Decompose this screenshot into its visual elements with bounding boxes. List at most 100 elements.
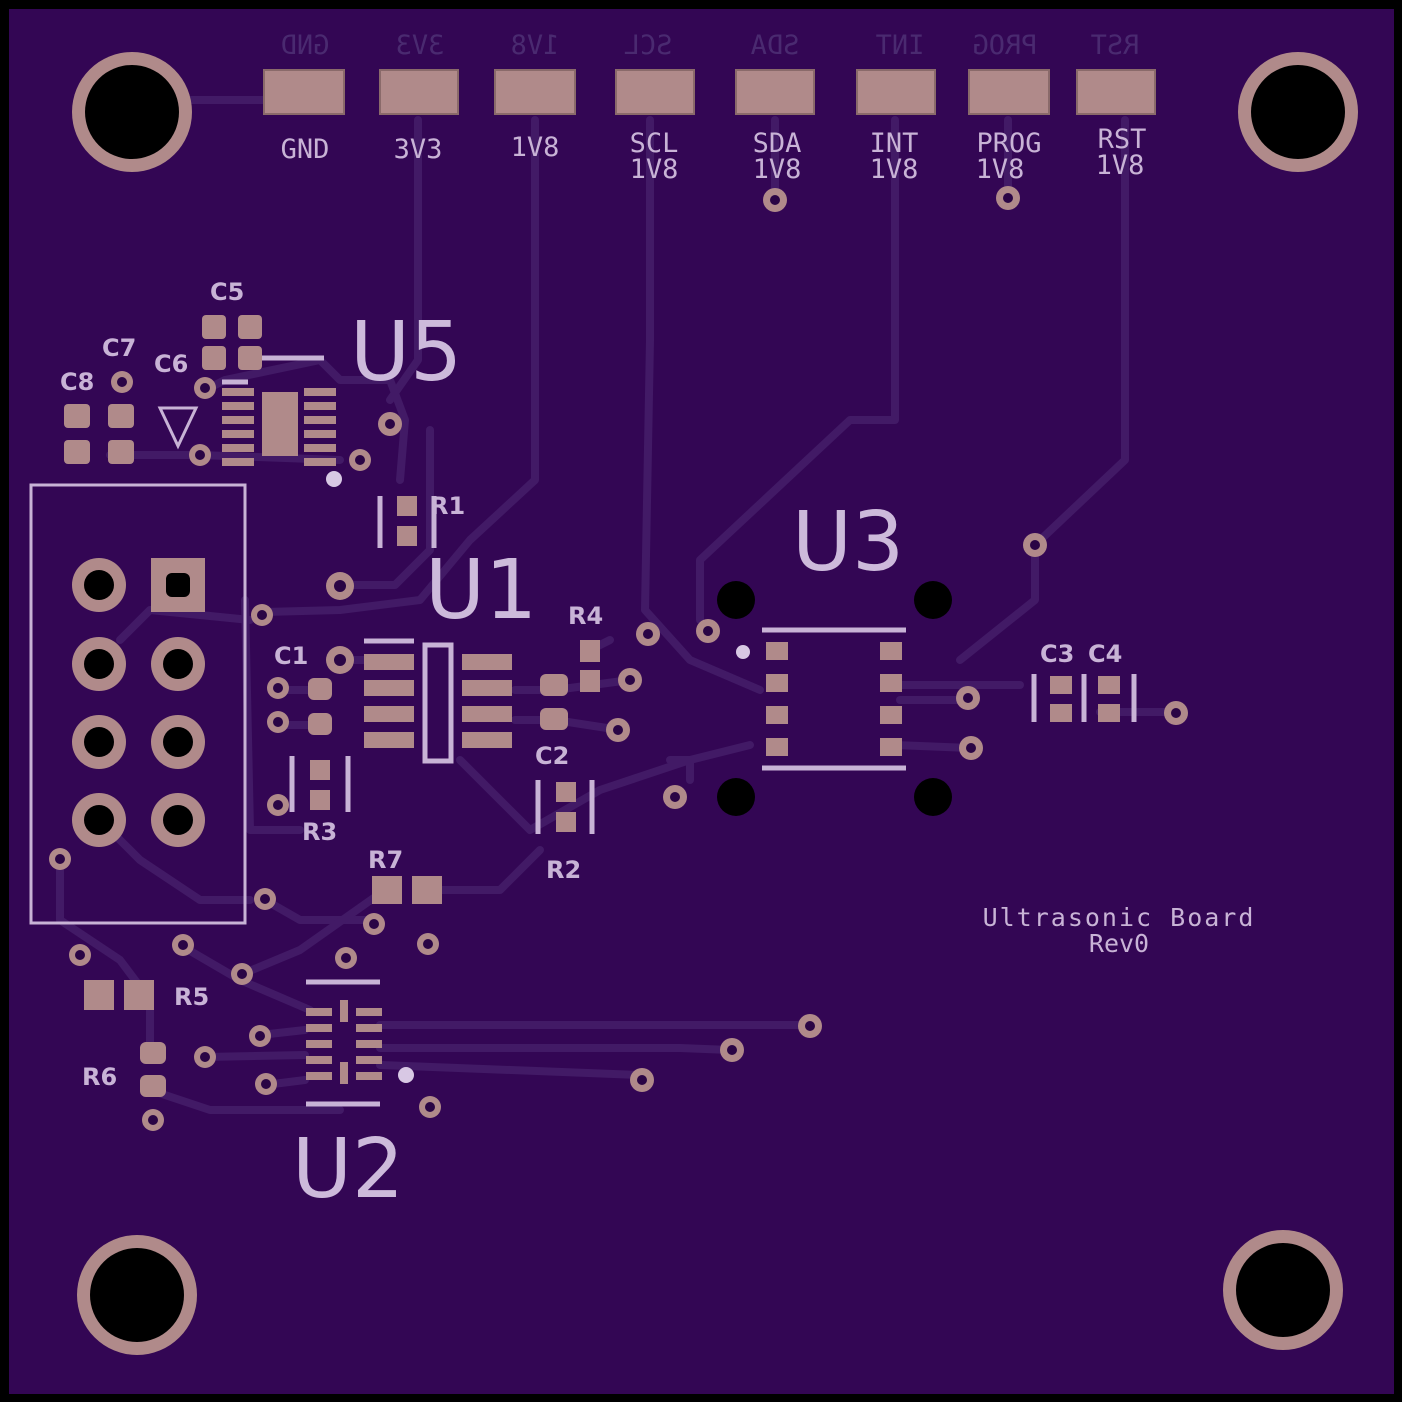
header-label: GND xyxy=(281,134,330,165)
header-label: PROG xyxy=(976,128,1041,159)
c3-c4-capacitors xyxy=(1031,674,1137,722)
r5-label: R5 xyxy=(174,983,209,1011)
header-label: SDA xyxy=(753,128,802,159)
header-pad xyxy=(1076,69,1156,115)
header-pad xyxy=(494,69,576,115)
header-mirror-label: RST xyxy=(1091,30,1140,61)
via xyxy=(111,371,133,393)
u1-chip xyxy=(364,638,512,764)
header-labels: GND 3V3 1V8 SCL SDA INT PROG RST GND 3V3… xyxy=(281,30,1147,185)
header-pad xyxy=(379,69,459,115)
via xyxy=(798,1014,822,1038)
c6-pad xyxy=(238,346,262,370)
c2-label: C2 xyxy=(535,742,569,770)
via xyxy=(378,412,402,436)
header-pads xyxy=(263,69,1156,115)
programming-header xyxy=(29,483,247,925)
via xyxy=(255,1073,277,1095)
r5-resistor xyxy=(84,980,154,1010)
c8-pad xyxy=(64,404,90,428)
board-name: Ultrasonic Board xyxy=(983,903,1256,932)
c8-label: C8 xyxy=(60,368,94,396)
via xyxy=(1023,533,1047,557)
reference-designators: U5 U1 U3 U2 C5 C7 C6 C8 R1 R4 C1 C3 C4 C… xyxy=(60,278,1122,1217)
c3-label: C3 xyxy=(1040,640,1074,668)
header-sub-label: 1V8 xyxy=(1096,150,1145,181)
via xyxy=(194,1046,216,1068)
r3-label: R3 xyxy=(302,818,337,846)
u5-label: U5 xyxy=(350,305,462,400)
c6-label: C6 xyxy=(154,350,188,378)
header-mirror-label: PROG xyxy=(972,30,1037,61)
via xyxy=(267,677,289,699)
header-pad xyxy=(856,69,936,115)
header-pad xyxy=(263,69,345,115)
c1-label: C1 xyxy=(274,642,308,670)
via xyxy=(194,377,216,399)
header-mirror-label: SDA xyxy=(751,30,800,61)
c5-label: C5 xyxy=(210,278,244,306)
r4-label: R4 xyxy=(568,602,603,630)
header-mirror-label: INT xyxy=(876,30,925,61)
via xyxy=(251,604,273,626)
via xyxy=(326,646,354,674)
header-pad xyxy=(735,69,815,115)
via xyxy=(419,1096,441,1118)
header-label: SCL xyxy=(630,128,679,159)
r2-label: R2 xyxy=(546,856,581,884)
r6-resistor xyxy=(140,1042,166,1097)
via xyxy=(326,572,354,600)
capacitor-pads xyxy=(64,315,262,464)
via xyxy=(254,888,276,910)
header-sub-label: 1V8 xyxy=(976,154,1025,185)
header-sub-label: 1V8 xyxy=(630,154,679,185)
r7-label: R7 xyxy=(368,846,403,874)
c4-label: C4 xyxy=(1088,640,1122,668)
vias xyxy=(49,186,1188,1131)
via xyxy=(1164,701,1188,725)
via xyxy=(956,686,980,710)
c5-pad xyxy=(202,315,226,339)
board-revision: Rev0 xyxy=(1089,929,1149,958)
c6-pad xyxy=(202,346,226,370)
header-pad xyxy=(615,69,695,115)
r1-resistor xyxy=(377,496,437,548)
header-pad xyxy=(968,69,1050,115)
u3-label: U3 xyxy=(792,495,904,590)
r6-label: R6 xyxy=(82,1063,117,1091)
c7-pad xyxy=(108,440,134,464)
via xyxy=(349,449,371,471)
r7-resistor xyxy=(372,876,442,904)
header-label: RST xyxy=(1098,124,1147,155)
u5-chip xyxy=(157,355,336,466)
u5-orientation-triangle xyxy=(157,406,199,450)
via xyxy=(335,947,357,969)
u2-label: U2 xyxy=(292,1122,404,1217)
via xyxy=(618,668,642,692)
via xyxy=(959,736,983,760)
via xyxy=(49,848,71,870)
via xyxy=(696,619,720,643)
header-label: 1V8 xyxy=(511,132,560,163)
via xyxy=(630,1068,654,1092)
c7-label: C7 xyxy=(102,334,136,362)
header-sub-label: 1V8 xyxy=(753,154,802,185)
pin1-markers xyxy=(326,471,750,1083)
r3-resistor xyxy=(289,756,351,812)
c7-pad xyxy=(108,404,134,428)
via xyxy=(231,963,253,985)
via xyxy=(189,444,211,466)
via xyxy=(720,1038,744,1062)
c8-pad xyxy=(64,440,90,464)
via xyxy=(142,1109,164,1131)
header-mirror-label: 1V8 xyxy=(511,30,560,61)
header-label: INT xyxy=(870,128,919,159)
r1-label: R1 xyxy=(430,492,465,520)
via xyxy=(363,913,385,935)
u3-chip xyxy=(762,627,906,771)
via xyxy=(663,785,687,809)
via xyxy=(249,1025,271,1047)
board-title: Ultrasonic Board Rev0 xyxy=(983,903,1256,958)
via xyxy=(636,622,660,646)
via xyxy=(763,188,787,212)
